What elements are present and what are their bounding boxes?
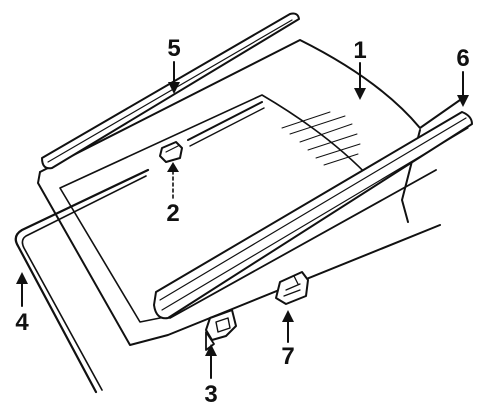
lower-molding — [153, 111, 473, 320]
arrowhead-5 — [168, 82, 180, 94]
callout-6: 6 — [456, 45, 469, 72]
callout-1: 1 — [353, 37, 366, 64]
callout-7: 7 — [281, 343, 294, 370]
leader-lines — [16, 61, 469, 379]
arrowhead-6 — [457, 95, 469, 107]
retainer-clip — [159, 141, 183, 163]
callout-4: 4 — [15, 309, 29, 336]
arrowhead-1 — [354, 88, 366, 100]
arrowhead-7 — [282, 310, 294, 322]
spacer-clip — [275, 271, 309, 305]
arrowhead-2 — [167, 162, 179, 172]
top-reveal-strip — [187, 101, 265, 147]
callout-3: 3 — [204, 381, 217, 408]
glass-reflection-hatch — [281, 111, 361, 166]
side-molding — [14, 168, 150, 394]
callout-5: 5 — [167, 35, 180, 62]
arrowhead-3 — [205, 344, 217, 356]
lower-bracket — [205, 309, 237, 351]
callout-2: 2 — [166, 200, 179, 227]
upper-molding — [41, 12, 300, 170]
arrowhead-4 — [16, 272, 28, 284]
